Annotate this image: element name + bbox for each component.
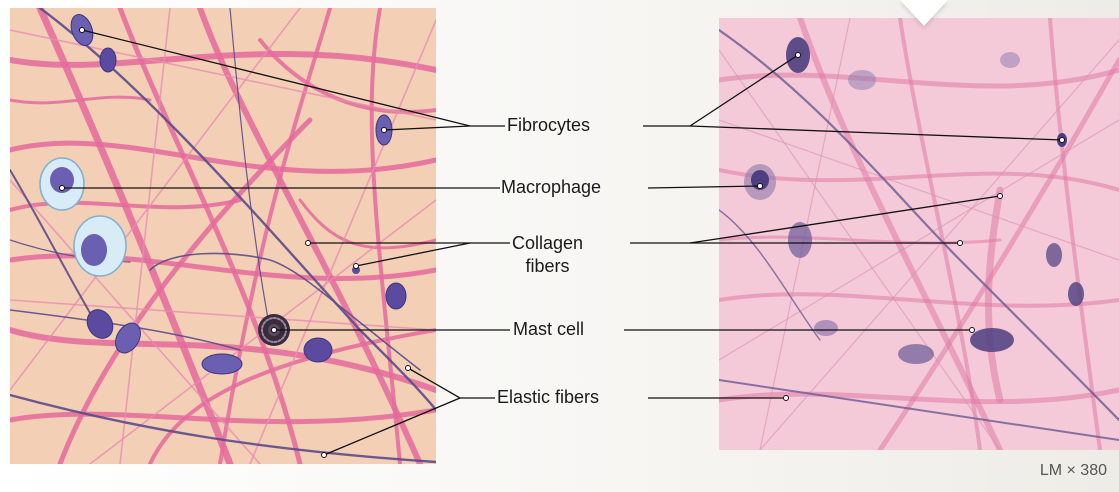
label-mast-cell: Mast cell xyxy=(513,318,584,341)
label-fibrocytes: Fibrocytes xyxy=(507,114,590,137)
label-macrophage: Macrophage xyxy=(501,176,601,199)
label-elastic-fibers: Elastic fibers xyxy=(497,386,599,409)
photo-callout-notch xyxy=(900,0,948,26)
micrograph xyxy=(719,18,1119,450)
label-collagen-fibers: Collagen fibers xyxy=(512,232,583,278)
magnification-caption: LM × 380 xyxy=(1040,462,1107,480)
tissue-illustration xyxy=(10,8,436,464)
